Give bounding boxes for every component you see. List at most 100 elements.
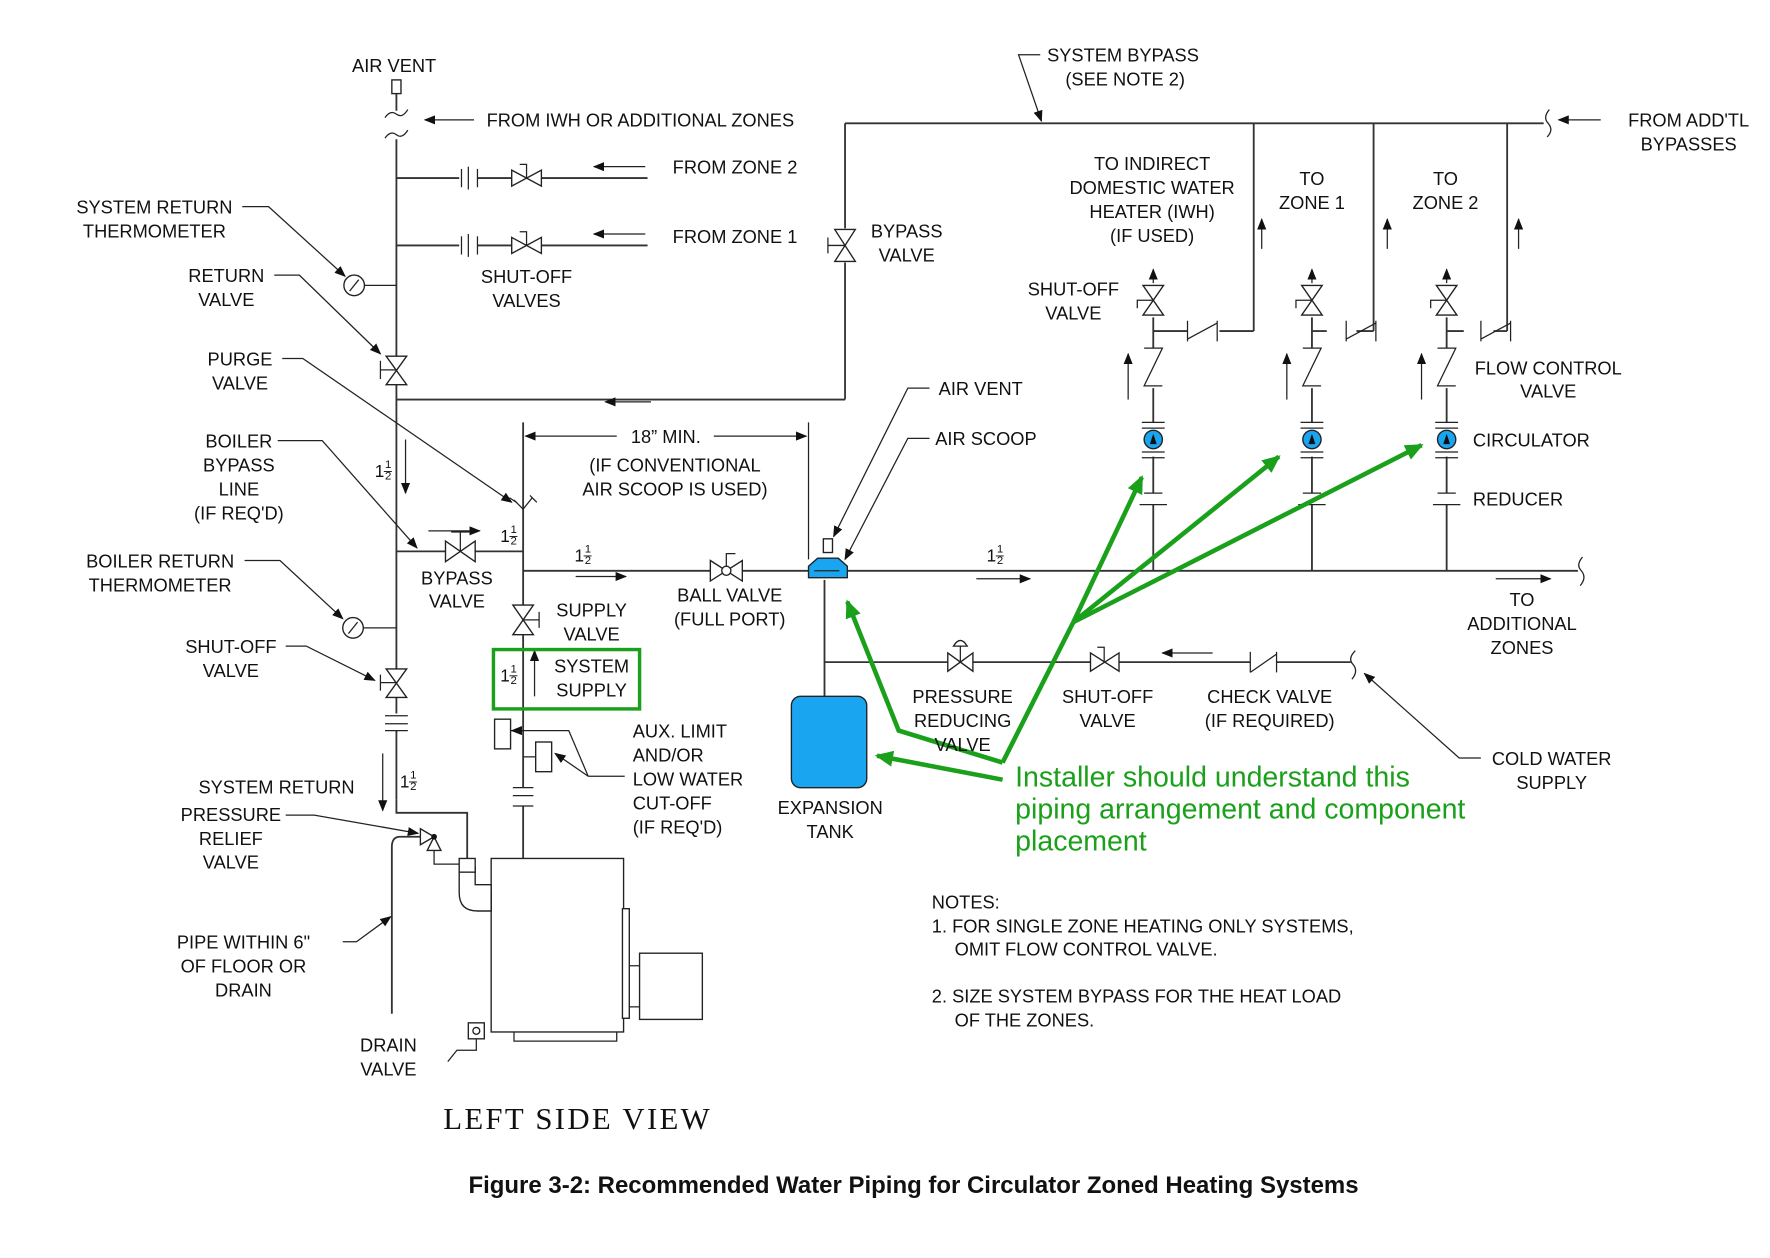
shutoff-valve-icon [511, 163, 543, 188]
system-supply-highlight-box [491, 647, 642, 711]
ball-valve-label-2: (FULL PORT) [674, 609, 786, 630]
to-additional-zones-label-1: TO [1509, 589, 1534, 610]
flange-icon [1141, 451, 1165, 459]
green-annotation-arrows [845, 443, 1424, 782]
zone-shutoff-valve-icon [1141, 284, 1165, 316]
boiler-bypass-line-label-3: LINE [219, 478, 260, 499]
system-supply-label-2: SUPPLY [556, 679, 627, 700]
prv-label-2: REDUCING [914, 710, 1011, 731]
system-return-label: SYSTEM RETURN [198, 776, 354, 797]
components [342, 79, 1585, 1063]
figure-caption: Figure 3-2: Recommended Water Piping for… [468, 1172, 1358, 1199]
supply-valve-label-2: VALVE [564, 623, 620, 644]
shutoff-cold-label-1: SHUT-OFF [1062, 686, 1153, 707]
system-bypass-label-1: SYSTEM BYPASS [1047, 45, 1199, 66]
drain-valve-label-1: DRAIN [360, 1034, 417, 1055]
boiler-bypass-line-label-1: BOILER [205, 430, 272, 451]
union-icon [512, 787, 534, 807]
svg-text:1: 1 [574, 547, 584, 566]
flow-control-valve-icon [1143, 347, 1164, 387]
union-icon [460, 166, 479, 190]
bypass-valve-lower-label-1: BYPASS [421, 567, 493, 588]
svg-text:1: 1 [375, 462, 385, 481]
annotation-line-1: Installer should understand this [1015, 762, 1410, 794]
dimension-note-1: (IF CONVENTIONAL [589, 454, 760, 475]
to-zone2-label-2: ZONE 2 [1413, 192, 1479, 213]
to-additional-zones-label-3: ZONES [1491, 637, 1554, 658]
bypass-valve-icon [444, 531, 476, 563]
shutoff-zone-label-2: VALVE [1045, 303, 1101, 324]
from-zone2-label: FROM ZONE 2 [673, 157, 798, 178]
pipe-break-icon [384, 109, 409, 118]
boiler-icon [447, 857, 704, 1063]
purge-valve-label-2: VALVE [212, 372, 268, 393]
note-2-line-2: OF THE ZONES. [955, 1009, 1095, 1030]
pressure-relief-valve-label-1: PRESSURE [181, 804, 281, 825]
note-1-line-1: 1. FOR SINGLE ZONE HEATING ONLY SYSTEMS, [932, 916, 1354, 937]
svg-text:1: 1 [585, 544, 591, 556]
labels: AIR VENT FROM IWH OR ADDITIONAL ZONES FR… [76, 45, 1749, 1080]
svg-text:1: 1 [500, 667, 510, 686]
reducer-icon [1139, 492, 1167, 506]
union-icon [384, 715, 408, 732]
svg-text:1: 1 [410, 770, 416, 782]
to-zone2-label-1: TO [1433, 168, 1458, 189]
from-iwh-label: FROM IWH OR ADDITIONAL ZONES [487, 110, 795, 131]
notes-title: NOTES: [932, 892, 1000, 913]
svg-text:1: 1 [500, 527, 510, 546]
shutoff-cold-label-2: VALVE [1080, 710, 1136, 731]
bypass-valve-upper-label-2: VALVE [879, 244, 935, 265]
pressure-relief-valve-label-2: RELIEF [199, 828, 263, 849]
prv-label-1: PRESSURE [912, 686, 1012, 707]
flow-control-valve-label-2: VALVE [1520, 380, 1576, 401]
svg-text:1: 1 [385, 459, 391, 471]
pipe-within-label-2: OF FLOOR OR [181, 956, 307, 977]
boiler-return-thermometer-label-2: THERMOMETER [89, 574, 232, 595]
expansion-tank-icon [790, 695, 868, 789]
svg-text:1: 1 [400, 773, 410, 792]
system-bypass-label-2: (SEE NOTE 2) [1065, 69, 1185, 90]
dimension-note-2: AIR SCOOP IS USED) [582, 478, 767, 499]
air-vent-scoop-label: AIR VENT [939, 378, 1023, 399]
to-zone1-label-2: ZONE 1 [1279, 192, 1345, 213]
shutoff-valve-left-label-2: VALVE [203, 660, 259, 681]
air-scoop-label: AIR SCOOP [935, 428, 1036, 449]
view-label: LEFT SIDE VIEW [443, 1102, 712, 1136]
to-zone1-label-1: TO [1299, 168, 1324, 189]
thermometer-icon [342, 616, 397, 639]
svg-text:1: 1 [997, 544, 1003, 556]
reducer-icon [1432, 492, 1461, 506]
prv-label-3: VALVE [935, 734, 991, 755]
svg-text:1: 1 [987, 547, 997, 566]
boiler-bypass-line-label-2: BYPASS [203, 454, 275, 475]
check-valve-icon [1345, 320, 1377, 342]
flow-control-valve-icon [1301, 347, 1323, 387]
shutoff-valves-label-1: SHUT-OFF [481, 266, 572, 287]
note-2-line-1: 2. SIZE SYSTEM BYPASS FOR THE HEAT LOAD [932, 985, 1341, 1006]
shutoff-valve-icon [379, 668, 409, 699]
note-1-line-2: OMIT FLOW CONTROL VALVE. [955, 938, 1218, 959]
system-return-thermometer-label-1: SYSTEM RETURN [76, 196, 232, 217]
pipe-break-icon [1350, 650, 1357, 680]
annotation-text: Installer should understand this piping … [1015, 762, 1465, 858]
flange-icon [1141, 421, 1165, 429]
bypass-valve-icon [827, 228, 857, 263]
pipes [395, 93, 1578, 859]
aux-limit-label-4: CUT-OFF [633, 792, 712, 813]
shutoff-zone-label-1: SHUT-OFF [1028, 279, 1119, 300]
notes: NOTES: 1. FOR SINGLE ZONE HEATING ONLY S… [932, 892, 1354, 1031]
aux-limit-label-1: AUX. LIMIT [633, 720, 727, 741]
flange-icon [1300, 421, 1324, 429]
to-iwh-label-2: DOMESTIC WATER [1069, 177, 1234, 198]
svg-text:1: 1 [511, 663, 517, 675]
annotation-line-3: placement [1015, 825, 1147, 857]
svg-text:2: 2 [385, 470, 391, 482]
aux-limit-label-2: AND/OR [633, 744, 704, 765]
flange-icon [1435, 451, 1459, 459]
